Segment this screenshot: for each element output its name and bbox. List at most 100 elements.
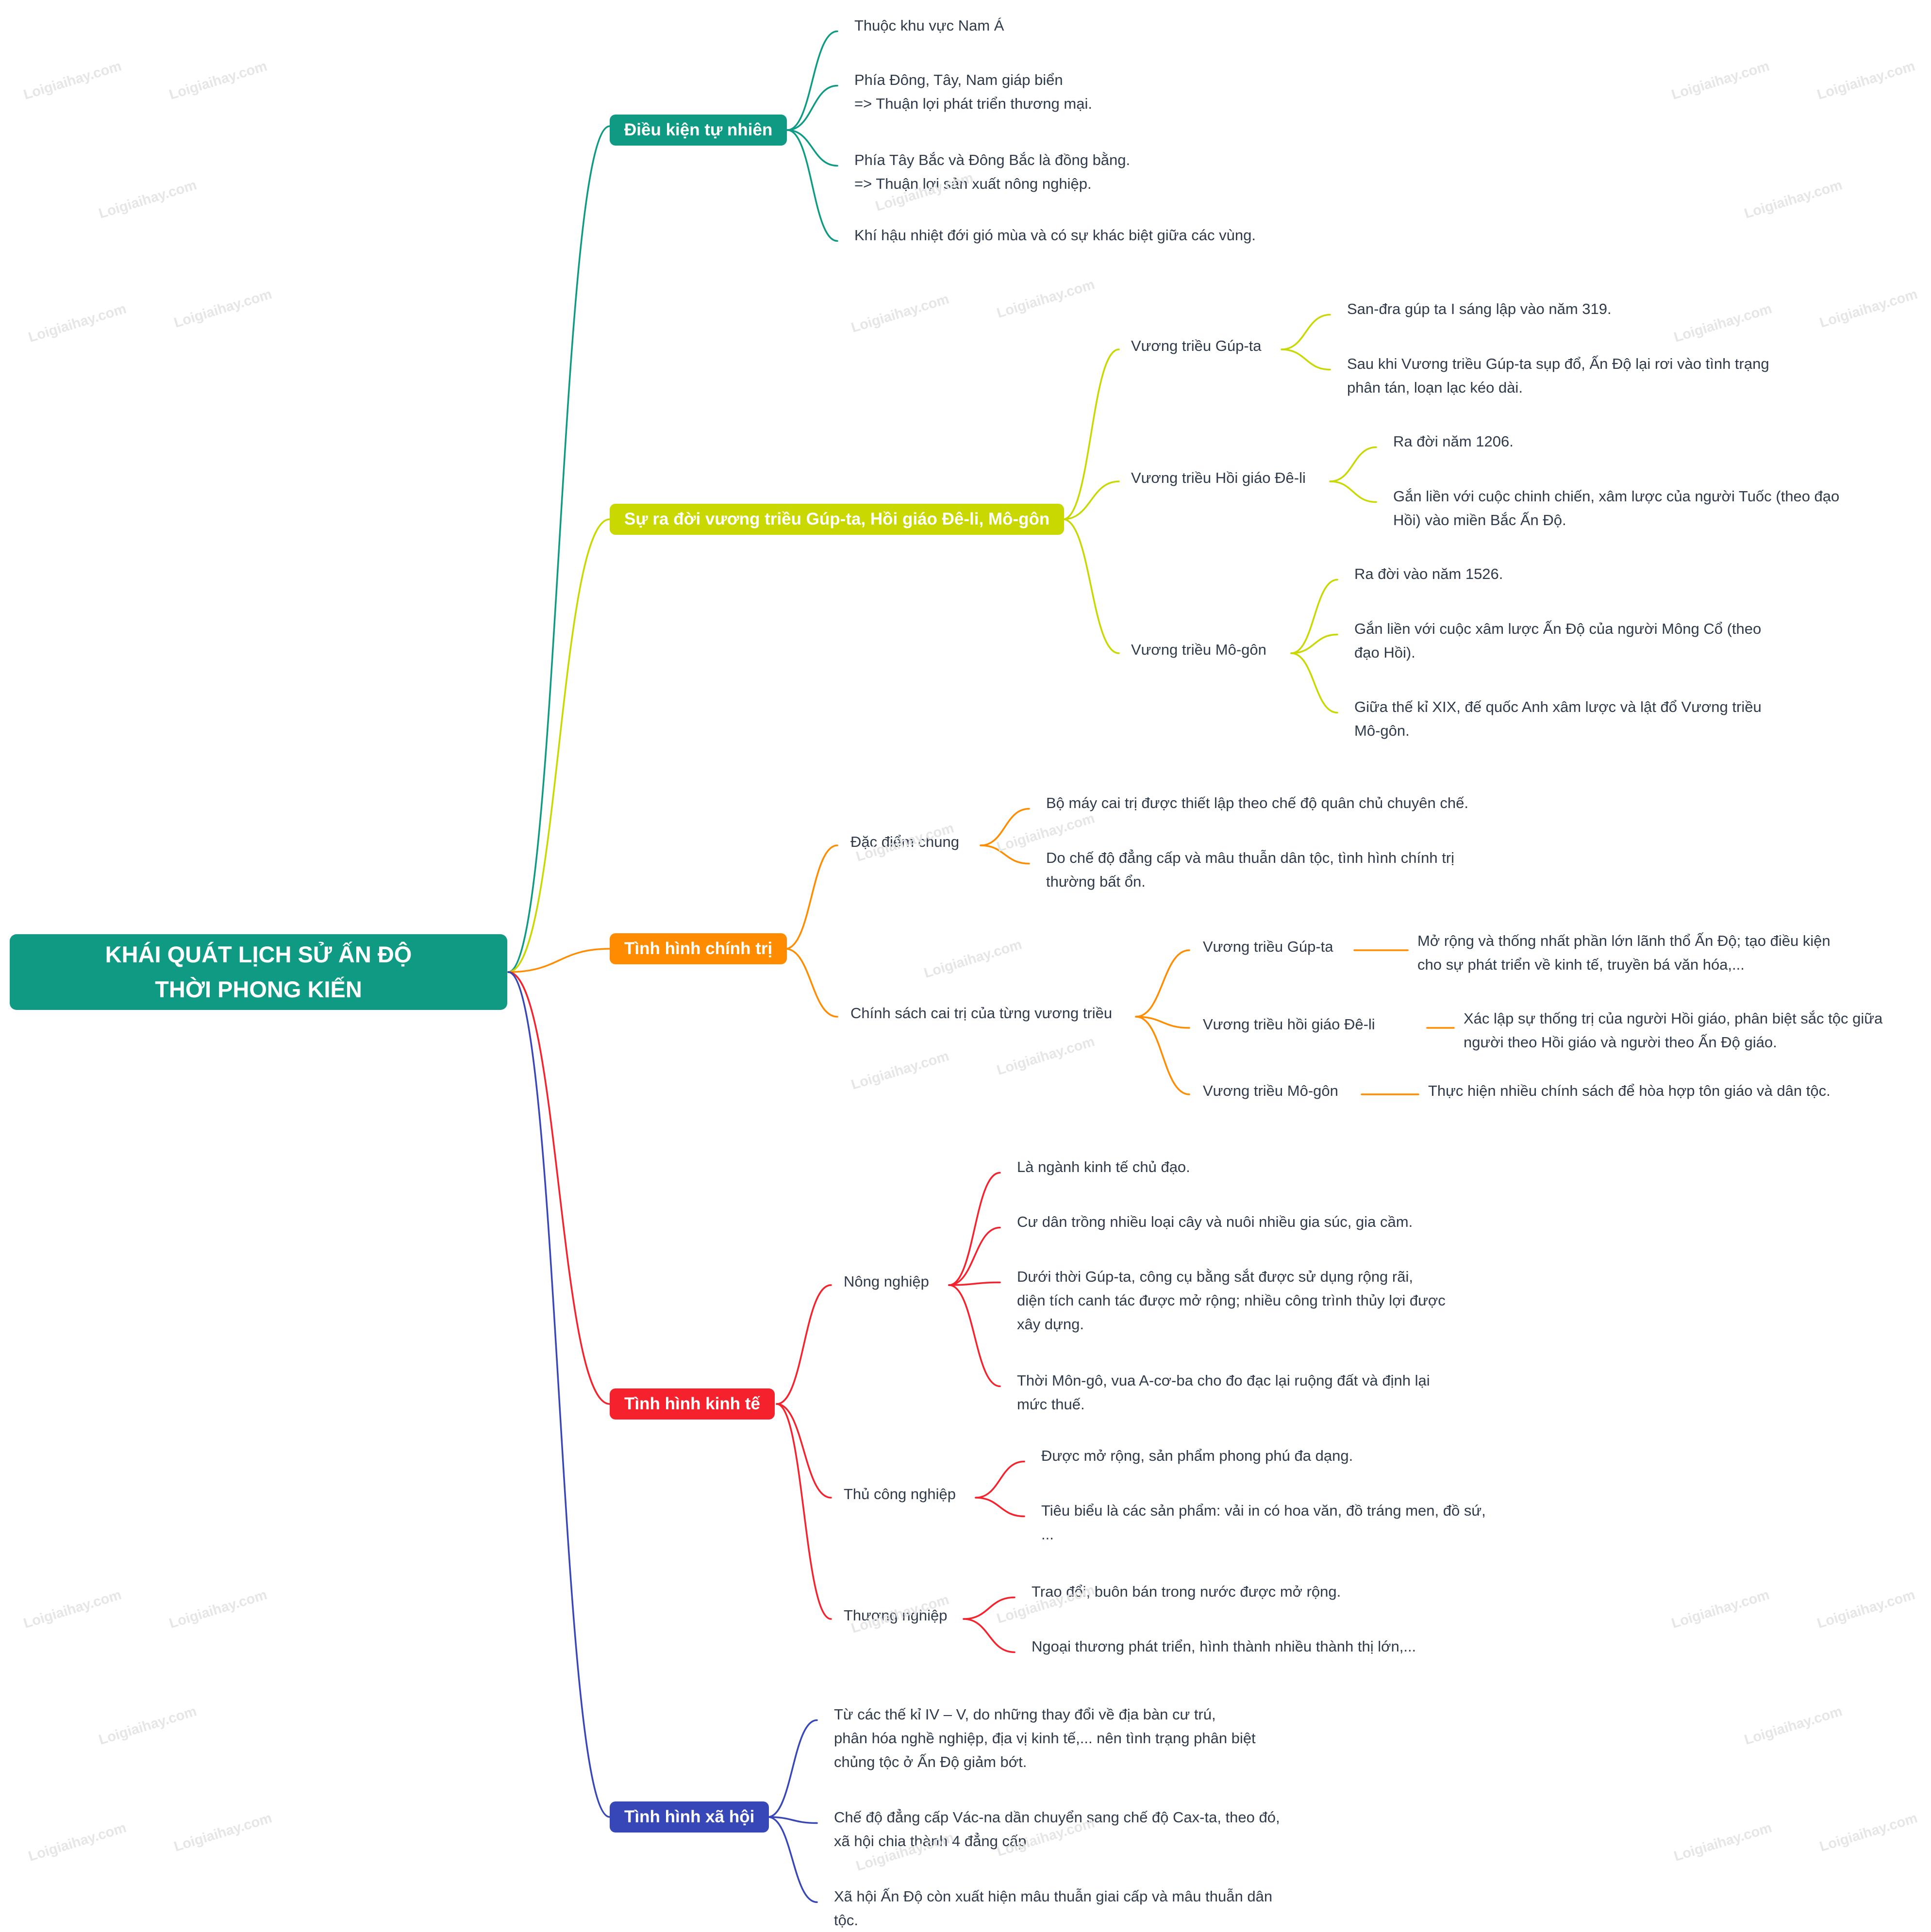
branch-natural-conditions[interactable]: Điều kiện tự nhiên: [610, 115, 787, 146]
politics-general-leaf[interactable]: Do chế độ đẳng cấp và mâu thuẫn dân tộc,…: [1046, 846, 1454, 893]
politics-policy-dynasty[interactable]: Vương triều Mô-gôn: [1203, 1082, 1338, 1099]
economy-agriculture-leaf[interactable]: Cư dân trồng nhiều loại cây và nuôi nhiề…: [1017, 1210, 1413, 1234]
economy-agriculture-leaf[interactable]: Thời Môn-gô, vua A-cơ-ba cho đo đạc lại …: [1017, 1369, 1430, 1416]
dynasty-label[interactable]: Vương triều Gúp-ta: [1131, 337, 1262, 354]
root-connector-2: [507, 948, 611, 973]
society-leaf-connector: [767, 1816, 818, 1903]
economy-agriculture-leaf-connector: [948, 1284, 1001, 1387]
economy-commerce-leaf[interactable]: Ngoại thương phát triển, hình thành nhiề…: [1032, 1635, 1416, 1658]
natural-leaf[interactable]: Phía Tây Bắc và Đông Bắc là đồng bằng. =…: [854, 148, 1130, 196]
politics-policy-text[interactable]: Mở rộng và thống nhất phần lớn lãnh thổ …: [1417, 929, 1831, 976]
dynasty-leaf-connector: [1281, 314, 1331, 350]
politics-policy-text[interactable]: Thực hiện nhiều chính sách để hòa hợp tô…: [1428, 1079, 1831, 1103]
politics-general-leaf-line: thường bất ổn.: [1046, 873, 1146, 890]
politics-policy-dynasty[interactable]: Vương triều hồi giáo Đê-li: [1203, 1015, 1375, 1033]
politics-policy-connector: [1135, 1016, 1190, 1095]
politics-connector: [784, 844, 838, 950]
economy-handicraft-leaf-line: Được mở rộng, sản phẩm phong phú đa dạng…: [1041, 1447, 1353, 1464]
dynasty-leaf[interactable]: Ra đời năm 1206.: [1393, 429, 1514, 453]
politics-policy-text-line: Mở rộng và thống nhất phần lớn lãnh thổ …: [1417, 932, 1831, 949]
society-leaf-line: xã hội chia thành 4 đẳng cấp.: [834, 1833, 1031, 1849]
politics-general-leaf-line: Bộ máy cai trị được thiết lập theo chế đ…: [1046, 794, 1468, 811]
economy-agriculture-leaf-connector: [948, 1172, 1001, 1286]
natural-leaf[interactable]: Khí hậu nhiệt đới gió mùa và có sự khác …: [854, 223, 1256, 247]
economy-handicraft-leaf[interactable]: Tiêu biểu là các sản phẩm: vải in có hoa…: [1041, 1499, 1486, 1546]
economy-commerce-label[interactable]: Thương nghiệp: [844, 1606, 948, 1624]
dynasty-leaf[interactable]: Ra đời vào năm 1526.: [1354, 562, 1503, 586]
dynasty-leaf-line: Ra đời năm 1206.: [1393, 433, 1514, 450]
economy-connector: [776, 1403, 832, 1620]
dynasty-leaf[interactable]: Gắn liền với cuộc chinh chiến, xâm lược …: [1393, 484, 1839, 532]
natural-leaf-line: Phía Đông, Tây, Nam giáp biển: [854, 71, 1063, 88]
dynasty-leaf-line: phân tán, loạn lạc kéo dài.: [1347, 379, 1523, 396]
dynasties-connector: [1062, 480, 1120, 520]
dynasty-leaf-line: Ra đời vào năm 1526.: [1354, 565, 1503, 582]
economy-handicraft-label[interactable]: Thủ công nghiệp: [844, 1485, 956, 1503]
economy-connector: [776, 1403, 832, 1499]
economy-agriculture-leaf[interactable]: Dưới thời Gúp-ta, công cụ bằng sắt được …: [1017, 1265, 1446, 1336]
dynasty-label[interactable]: Vương triều Mô-gôn: [1131, 641, 1266, 658]
politics-general-leaf[interactable]: Bộ máy cai trị được thiết lập theo chế đ…: [1046, 791, 1468, 815]
economy-agriculture-leaf[interactable]: Là ngành kinh tế chủ đạo.: [1017, 1155, 1190, 1179]
politics-policy-connector: [1135, 1016, 1190, 1029]
dynasty-leaf[interactable]: San-đra gúp ta I sáng lập vào năm 319.: [1347, 297, 1612, 321]
root-topic[interactable]: KHÁI QUÁT LỊCH SỬ ẤN ĐỘ THỜI PHONG KIẾN: [10, 934, 507, 1010]
dynasty-leaf[interactable]: Gắn liền với cuộc xâm lược Ấn Độ của ngư…: [1354, 617, 1761, 664]
politics-general-leaf-line: Do chế độ đẳng cấp và mâu thuẫn dân tộc,…: [1046, 849, 1455, 866]
natural-leaf-line: Khí hậu nhiệt đới gió mùa và có sự khác …: [854, 227, 1256, 244]
politics-general-leaf-connector: [980, 808, 1030, 846]
politics-policy-dynasty[interactable]: Vương triều Gúp-ta: [1203, 938, 1333, 955]
dynasty-leaf-connector: [1281, 348, 1331, 371]
dynasty-leaf-line: San-đra gúp ta I sáng lập vào năm 319.: [1347, 300, 1612, 317]
politics-policy-text-line: cho sự phát triển về kinh tế, truyền bá …: [1417, 956, 1745, 973]
society-leaf-connector: [767, 1719, 818, 1818]
politics-policy-label[interactable]: Chính sách cai trị của từng vương triều: [850, 1004, 1113, 1022]
economy-agriculture-leaf-line: diện tích canh tác được mở rộng; nhiều c…: [1017, 1292, 1446, 1309]
natural-leaf[interactable]: Thuộc khu vực Nam Á: [854, 14, 1004, 37]
politics-policy-text[interactable]: Xác lập sự thống trị của người Hồi giáo,…: [1464, 1007, 1882, 1054]
society-leaf[interactable]: Chế độ đẳng cấp Vác-na dần chuyển sang c…: [834, 1805, 1280, 1853]
branch-society[interactable]: Tình hình xã hội: [610, 1801, 769, 1833]
dynasty-leaf[interactable]: Giữa thế kỉ XIX, đế quốc Anh xâm lược và…: [1354, 695, 1762, 743]
economy-agriculture-leaf-line: Thời Môn-gô, vua A-cơ-ba cho đo đạc lại …: [1017, 1372, 1430, 1389]
dynasty-leaf-line: Sau khi Vương triều Gúp-ta sụp đổ, Ấn Độ…: [1347, 355, 1769, 372]
natural-leaf-connector: [786, 129, 838, 242]
society-leaf-line: phân hóa nghề nghiệp, địa vị kinh tế,...…: [834, 1730, 1256, 1747]
root-title-line-2: THỜI PHONG KIẾN: [155, 976, 362, 1002]
economy-handicraft-leaf-line: Tiêu biểu là các sản phẩm: vải in có hoa…: [1041, 1502, 1486, 1519]
society-leaf-line: Xã hội Ấn Độ còn xuất hiện mâu thuẫn gia…: [834, 1888, 1273, 1905]
branch-dynasties[interactable]: Sự ra đời vương triều Gúp-ta, Hồi giáo Đ…: [610, 504, 1065, 535]
politics-general-leaf-connector: [980, 844, 1030, 865]
economy-commerce-leaf[interactable]: Trao đổi, buôn bán trong nước được mở rộ…: [1032, 1580, 1341, 1603]
dynasty-label[interactable]: Vương triều Hồi giáo Đê-li: [1131, 469, 1306, 486]
dynasty-leaf-connector: [1329, 480, 1377, 503]
economy-commerce-leaf-line: Ngoại thương phát triển, hình thành nhiề…: [1032, 1638, 1416, 1655]
natural-leaf-line: Thuộc khu vực Nam Á: [854, 17, 1004, 34]
politics-general-label[interactable]: Đặc điểm chung: [850, 833, 960, 850]
dynasties-connector: [1062, 348, 1120, 520]
society-leaf-line: Chế độ đẳng cấp Vác-na dần chuyển sang c…: [834, 1809, 1280, 1826]
politics-policy-text-line: người theo Hồi giáo và người theo Ấn Độ …: [1464, 1033, 1777, 1051]
dynasty-leaf-line: Giữa thế kỉ XIX, đế quốc Anh xâm lược và…: [1354, 698, 1762, 715]
economy-agriculture-leaf-connector: [948, 1281, 1001, 1286]
economy-connector: [776, 1284, 832, 1405]
society-leaf[interactable]: Xã hội Ấn Độ còn xuất hiện mâu thuẫn gia…: [834, 1884, 1272, 1932]
root-connector-3: [507, 971, 611, 1405]
dynasty-leaf[interactable]: Sau khi Vương triều Gúp-ta sụp đổ, Ấn Độ…: [1347, 352, 1769, 399]
politics-policy-text-line: Xác lập sự thống trị của người Hồi giáo,…: [1464, 1009, 1883, 1027]
economy-agriculture-leaf-line: mức thuế.: [1017, 1396, 1085, 1413]
branch-economy[interactable]: Tình hình kinh tế: [610, 1388, 775, 1420]
economy-agriculture-leaf-line: Là ngành kinh tế chủ đạo.: [1017, 1158, 1190, 1175]
society-leaf[interactable]: Từ các thế kỉ IV – V, do những thay đổi …: [834, 1702, 1256, 1774]
root-connector-0: [507, 125, 611, 973]
society-leaf-connector: [767, 1816, 818, 1824]
economy-handicraft-leaf-connector: [975, 1460, 1025, 1499]
natural-leaf[interactable]: Phía Đông, Tây, Nam giáp biển=> Thuận lợ…: [854, 68, 1092, 116]
economy-handicraft-leaf[interactable]: Được mở rộng, sản phẩm phong phú đa dạng…: [1041, 1444, 1353, 1468]
economy-agriculture-leaf-line: Dưới thời Gúp-ta, công cụ bằng sắt được …: [1017, 1268, 1413, 1285]
economy-agriculture-label[interactable]: Nông nghiệp: [844, 1272, 929, 1290]
economy-commerce-leaf-connector: [963, 1596, 1015, 1620]
branch-politics[interactable]: Tình hình chính trị: [610, 933, 787, 964]
dynasty-leaf-line: Mô-gôn.: [1354, 722, 1410, 739]
